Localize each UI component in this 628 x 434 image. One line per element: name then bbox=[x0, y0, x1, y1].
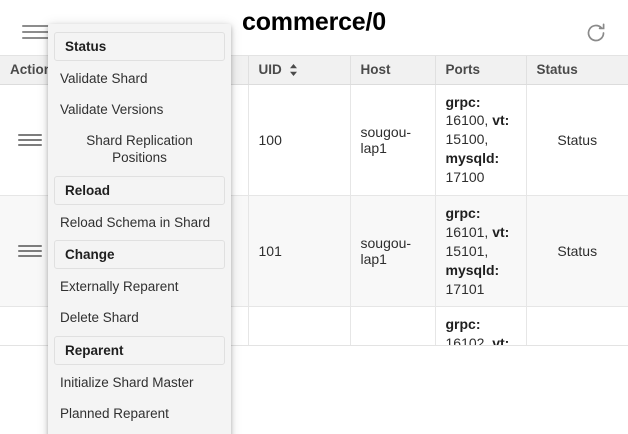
table-cell-actions bbox=[0, 195, 49, 308]
port-value: 17100 bbox=[445, 169, 485, 186]
port-label: grpc: bbox=[445, 204, 481, 221]
table-cell-host: sougou-lap1 bbox=[350, 84, 436, 196]
port-label: mysqld: bbox=[445, 150, 500, 167]
column-header-label: UID bbox=[258, 62, 282, 78]
dropdown-section-header: Reload bbox=[54, 175, 225, 205]
table-cell-uid: 100 bbox=[248, 84, 351, 196]
hamburger-icon-line bbox=[18, 138, 42, 141]
refresh-icon[interactable] bbox=[584, 21, 608, 45]
row-actions-menu-button[interactable] bbox=[18, 243, 42, 259]
table-cell-uid: 101 bbox=[248, 195, 351, 308]
row-actions-menu-button[interactable] bbox=[18, 132, 42, 148]
port-value: 15101, bbox=[445, 242, 489, 259]
hamburger-icon-line bbox=[18, 255, 42, 258]
shard-actions-menu-button[interactable] bbox=[22, 22, 50, 42]
table-cell-ports: grpc: 16102, vt: 15102, mysqld: 17102 bbox=[435, 306, 527, 346]
port-value: 16102, bbox=[445, 335, 489, 346]
table-cell-actions bbox=[0, 84, 49, 196]
page-title: commerce/0 bbox=[242, 8, 386, 36]
dropdown-section-header: Change bbox=[54, 240, 225, 270]
column-header-host: Host bbox=[350, 56, 436, 85]
column-header-actions: Actions bbox=[0, 56, 49, 85]
hamburger-icon-line bbox=[22, 25, 50, 27]
hamburger-icon-line bbox=[18, 143, 42, 146]
hamburger-icon-line bbox=[22, 37, 50, 39]
dropdown-section-header: Reparent bbox=[54, 336, 225, 366]
column-header-label: Ports bbox=[445, 62, 481, 78]
port-value: 16100, bbox=[445, 112, 489, 129]
dropdown-menu-item[interactable]: Planned Reparent bbox=[60, 406, 169, 421]
port-label: grpc: bbox=[445, 316, 481, 333]
column-header-label: Status bbox=[536, 62, 578, 78]
dropdown-menu-item[interactable]: Delete Shard bbox=[60, 310, 139, 326]
sort-arrows-icon bbox=[289, 63, 298, 77]
column-header-label: Actions bbox=[10, 62, 47, 78]
port-label: grpc: bbox=[445, 93, 481, 110]
dropdown-menu-item[interactable]: Externally Reparent bbox=[60, 279, 179, 295]
column-header-ports: Ports bbox=[435, 56, 527, 85]
table-cell-actions bbox=[0, 306, 49, 345]
dropdown-menu-item[interactable]: Validate Shard bbox=[60, 71, 148, 86]
port-label: vt: bbox=[492, 335, 510, 346]
hamburger-icon-line bbox=[22, 31, 50, 33]
port-value: 15100, bbox=[445, 131, 489, 148]
hamburger-icon-line bbox=[18, 245, 42, 248]
hamburger-icon-line bbox=[18, 250, 42, 253]
dropdown-section-header: Status bbox=[54, 32, 225, 61]
dropdown-menu-item[interactable]: Initialize Shard Master bbox=[60, 375, 194, 391]
hamburger-icon-line bbox=[18, 133, 42, 136]
port-label: mysqld: bbox=[445, 261, 500, 278]
column-header-uid[interactable]: UID bbox=[248, 56, 351, 85]
table-cell-ports: grpc: 16100, vt: 15100, mysqld: 17100 bbox=[435, 84, 527, 196]
dropdown-menu-item[interactable]: Shard Replication Positions bbox=[86, 132, 193, 165]
dropdown-menu-item[interactable]: Reload Schema in Shard bbox=[60, 214, 211, 230]
port-label: vt: bbox=[492, 112, 510, 129]
table-cell-status[interactable]: Status bbox=[526, 195, 628, 308]
table-cell-status[interactable]: Status bbox=[526, 84, 628, 196]
port-label: vt: bbox=[492, 223, 510, 240]
dropdown-menu-item[interactable]: Validate Versions bbox=[60, 101, 164, 117]
table-cell-host: sougou-lap1 bbox=[350, 195, 436, 308]
table-cell-ports: grpc: 16101, vt: 15101, mysqld: 17101 bbox=[435, 195, 527, 308]
dropdown-menu-item[interactable]: Emergency Reparent bbox=[48, 430, 231, 434]
table-cell-status[interactable]: Status bbox=[526, 306, 628, 345]
column-header-label: Host bbox=[360, 62, 391, 78]
table-cell-uid: 102 bbox=[248, 306, 351, 345]
port-value: 16101, bbox=[445, 223, 489, 240]
port-value: 17101 bbox=[445, 280, 485, 297]
table-cell-host: sougou-lap1 bbox=[350, 306, 436, 345]
column-header-status: Status bbox=[526, 56, 628, 85]
